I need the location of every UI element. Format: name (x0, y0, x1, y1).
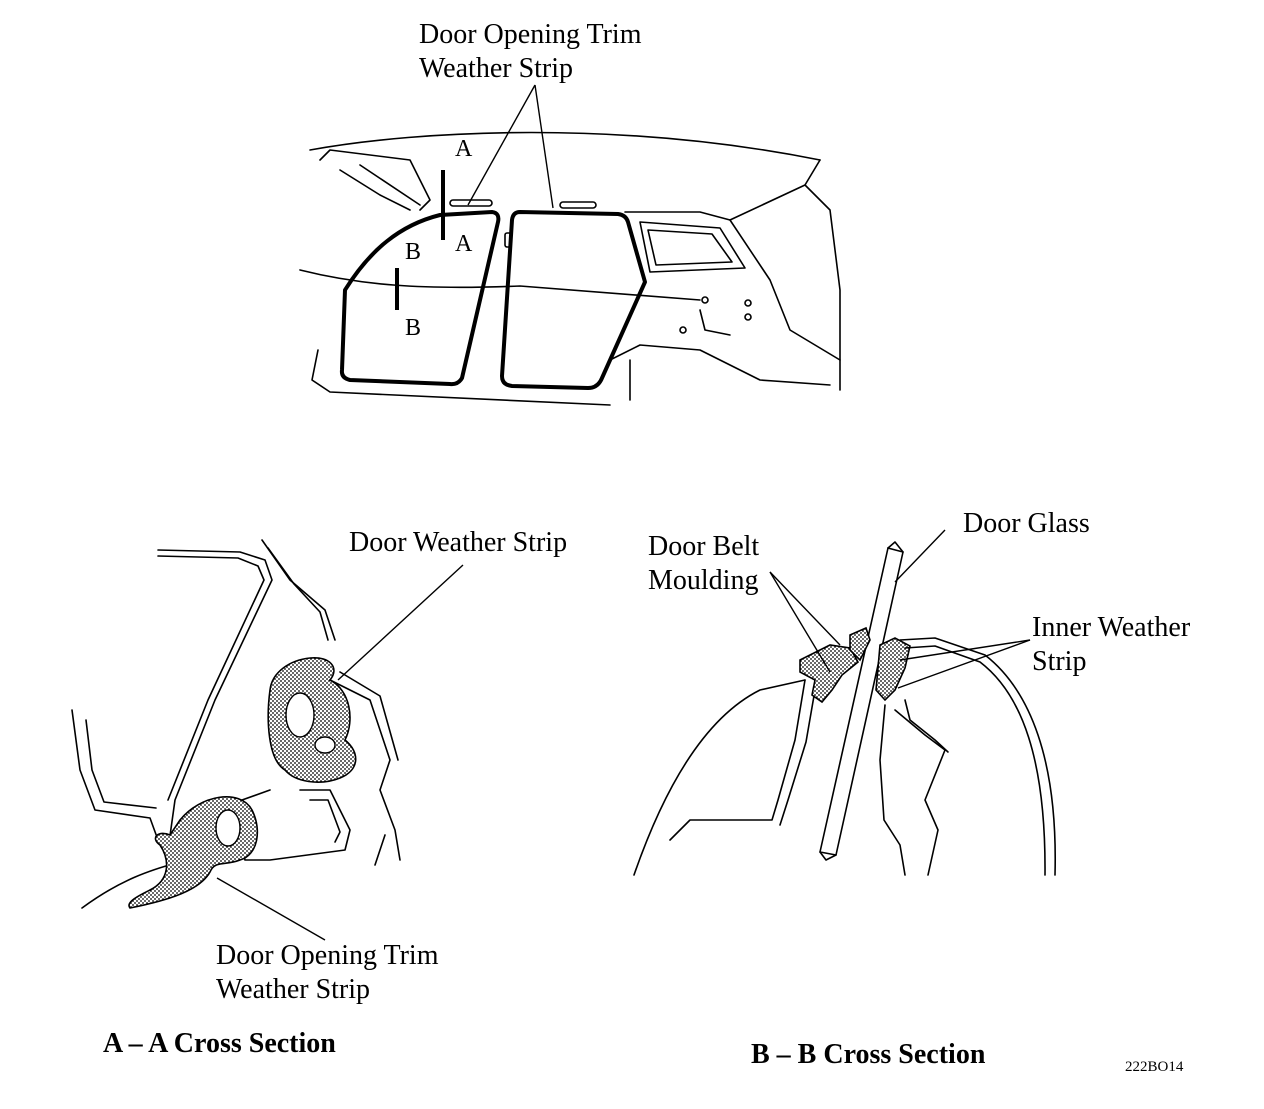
callout-door-opening-trim-a-line2: Weather Strip (216, 974, 371, 1005)
section-a-drawing (71, 539, 464, 941)
callout-inner-weather-strip-line2: Strip (1032, 646, 1087, 677)
section-mark-b-bottom: B (405, 315, 422, 341)
callout-door-weather-strip: Door Weather Strip (349, 527, 568, 558)
section-b-caption: B – B Cross Section (751, 1039, 986, 1070)
callout-door-belt-moulding-line2: Moulding (648, 565, 759, 596)
section-mark-a-top: A (455, 136, 473, 162)
callout-door-glass: Door Glass (963, 508, 1090, 539)
section-mark-b-top: B (405, 239, 422, 265)
section-mark-a-bottom: A (455, 231, 473, 257)
section-b-drawing (633, 529, 1057, 876)
callout-door-opening-trim-a-line1: Door Opening Trim (216, 940, 439, 971)
callout-door-opening-trim-top-line2: Weather Strip (419, 53, 574, 84)
figure-code: 222BO14 (1125, 1059, 1184, 1075)
vehicle-body-view (299, 84, 841, 406)
callout-door-belt-moulding-line1: Door Belt (648, 531, 760, 562)
section-a-caption: A – A Cross Section (103, 1028, 336, 1059)
callout-door-opening-trim-top-line1: Door Opening Trim (419, 19, 642, 50)
callout-inner-weather-strip-line1: Inner Weather (1032, 612, 1191, 643)
